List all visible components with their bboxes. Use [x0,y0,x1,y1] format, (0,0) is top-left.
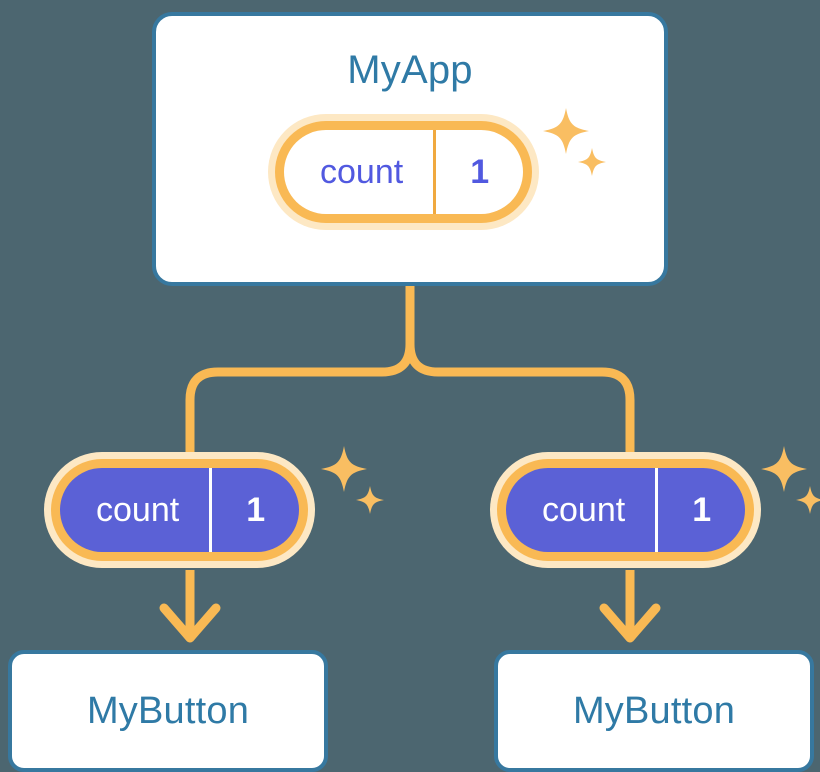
state-pill-button-left[interactable]: count 1 [44,452,316,568]
component-card-mybutton-left[interactable]: MyButton [8,650,328,772]
state-pill-button-right[interactable]: count 1 [490,452,762,568]
state-pill-body: count 1 [506,468,746,552]
state-key: count [542,490,626,529]
state-pill-ring: count 1 [497,459,755,561]
state-pill-ring: count 1 [51,459,309,561]
sparkle-four-point-icon [321,446,367,492]
state-pill-ring: count 1 [275,121,533,223]
page-title: MyApp [347,48,473,92]
state-pill-outer-ring: count 1 [268,114,540,230]
sparkle-cluster-button-right [758,442,820,527]
state-pill-body: count 1 [60,468,300,552]
sparkle-cluster-button-left [318,442,388,527]
state-value: 1 [209,468,299,552]
component-card-label: MyButton [86,690,250,732]
arrow-down-head-icon [159,603,221,643]
state-pill-outer-ring: count 1 [44,452,316,568]
state-value: 1 [433,130,523,214]
sparkle-four-point-small-icon [796,486,820,514]
component-card-label: MyButton [572,690,736,732]
state-pill-myapp[interactable]: count 1 [268,114,540,230]
state-pill-body: count 1 [284,130,524,214]
arrow-down-head-icon [599,603,661,643]
sparkle-four-point-icon [761,446,807,492]
state-key: count [96,490,180,529]
state-pill-outer-ring: count 1 [490,452,762,568]
component-card-mybutton-right[interactable]: MyButton [494,650,814,772]
branch-connector-icon [405,281,635,457]
state-value: 1 [655,468,745,552]
sparkle-four-point-small-icon [356,486,384,514]
branch-connector-icon [185,281,415,457]
state-key: count [320,152,404,191]
